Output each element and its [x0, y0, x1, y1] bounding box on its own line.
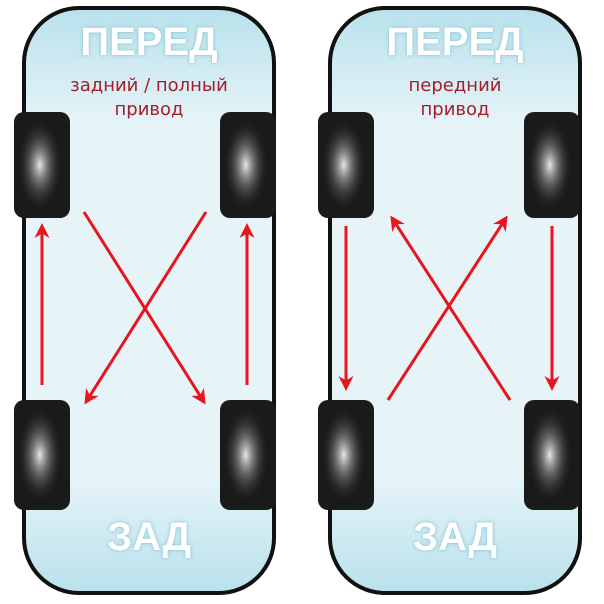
arrow-rear-left-to-front-right: [386, 215, 508, 401]
tire-shine: [20, 408, 64, 502]
drive-type-label: передний привод: [330, 74, 580, 122]
drive-type-line2: привод: [420, 99, 490, 120]
arrow-front-left-to-rear-right: [82, 211, 206, 405]
tire-shine: [530, 408, 574, 502]
drive-type-line1: задний / полный: [70, 75, 228, 96]
drive-type-label: задний / полный привод: [24, 74, 274, 122]
rear-label: ЗАД: [107, 515, 191, 559]
drive-type-line2: привод: [114, 99, 184, 120]
arrow-rear-right-to-front-left: [390, 215, 512, 401]
car-body-outline: [328, 6, 582, 595]
tire-shine: [530, 120, 574, 210]
tire-shine: [226, 120, 270, 210]
tire-shine: [324, 120, 368, 210]
panel-rear-awd: [14, 6, 276, 595]
tire-shine: [20, 120, 64, 210]
front-label: ПЕРЕД: [80, 20, 218, 64]
rear-label: ЗАД: [413, 515, 497, 559]
panel-front-drive: [318, 6, 582, 595]
front-label: ПЕРЕД: [386, 20, 524, 64]
tire-shine: [324, 408, 368, 502]
drive-type-line1: передний: [408, 75, 502, 96]
arrow-front-right-to-rear-left: [84, 211, 208, 405]
tire-shine: [226, 408, 270, 502]
